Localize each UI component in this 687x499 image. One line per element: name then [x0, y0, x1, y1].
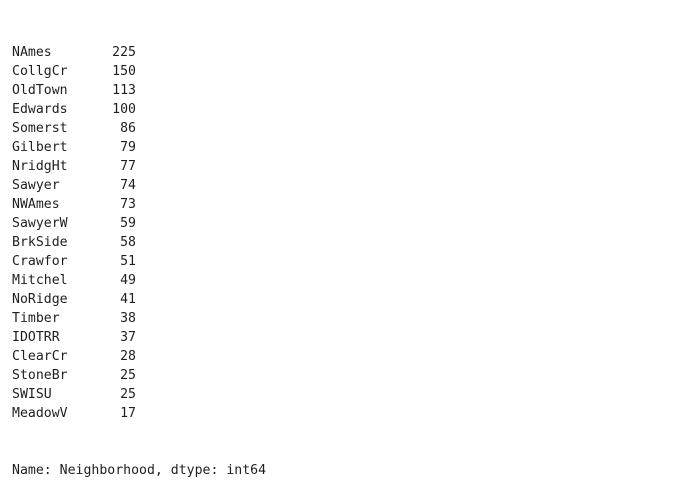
series-row: Gilbert 79 [12, 138, 266, 157]
row-index-label: IDOTRR [12, 330, 60, 345]
row-index-label: Somerst [12, 121, 68, 136]
series-row: MeadowV 17 [12, 404, 266, 423]
row-value: 100 [112, 102, 136, 117]
row-value: 77 [120, 159, 136, 174]
series-row: NoRidge 41 [12, 290, 266, 309]
row-value: 51 [120, 254, 136, 269]
row-index-label: Mitchel [12, 273, 68, 288]
row-index-label: Crawfor [12, 254, 68, 269]
row-value: 74 [120, 178, 136, 193]
row-value: 79 [120, 140, 136, 155]
series-row: Sawyer 74 [12, 176, 266, 195]
series-row: Timber 38 [12, 309, 266, 328]
series-row: NridgHt 77 [12, 157, 266, 176]
row-value: 73 [120, 197, 136, 212]
series-row: Edwards 100 [12, 100, 266, 119]
row-index-label: Gilbert [12, 140, 68, 155]
row-value: 113 [112, 83, 136, 98]
row-value: 25 [120, 387, 136, 402]
row-value: 58 [120, 235, 136, 250]
row-value: 28 [120, 349, 136, 364]
row-value: 59 [120, 216, 136, 231]
series-row: SWISU 25 [12, 385, 266, 404]
row-index-label: OldTown [12, 83, 68, 98]
series-row: StoneBr 25 [12, 366, 266, 385]
row-value: 38 [120, 311, 136, 326]
series-row: Crawfor 51 [12, 252, 266, 271]
row-index-label: SawyerW [12, 216, 68, 231]
series-row: NAmes 225 [12, 43, 266, 62]
row-index-label: BrkSide [12, 235, 68, 250]
row-index-label: ClearCr [12, 349, 68, 364]
series-row: OldTown 113 [12, 81, 266, 100]
row-value: 86 [120, 121, 136, 136]
series-row: BrkSide 58 [12, 233, 266, 252]
series-row: Mitchel 49 [12, 271, 266, 290]
row-index-label: NridgHt [12, 159, 68, 174]
row-value: 49 [120, 273, 136, 288]
series-footer: Name: Neighborhood, dtype: int64 [12, 463, 267, 478]
row-index-label: Edwards [12, 102, 68, 117]
row-index-label: SWISU [12, 387, 52, 402]
series-row: NWAmes 73 [12, 195, 266, 214]
row-index-label: Timber [12, 311, 60, 326]
series-row: Somerst 86 [12, 119, 266, 138]
row-value: 41 [120, 292, 136, 307]
row-value: 225 [112, 45, 136, 60]
series-row: SawyerW 59 [12, 214, 266, 233]
row-index-label: CollgCr [12, 64, 68, 79]
row-index-label: Sawyer [12, 178, 60, 193]
row-index-label: NoRidge [12, 292, 68, 307]
series-row: CollgCr 150 [12, 62, 266, 81]
row-value: 37 [120, 330, 136, 345]
row-index-label: MeadowV [12, 406, 68, 421]
row-value: 25 [120, 368, 136, 383]
row-value: 150 [112, 64, 136, 79]
row-index-label: StoneBr [12, 368, 68, 383]
row-value: 17 [120, 406, 136, 421]
row-index-label: NWAmes [12, 197, 60, 212]
series-row: IDOTRR 37 [12, 328, 266, 347]
series-row: ClearCr 28 [12, 347, 266, 366]
row-index-label: NAmes [12, 45, 52, 60]
